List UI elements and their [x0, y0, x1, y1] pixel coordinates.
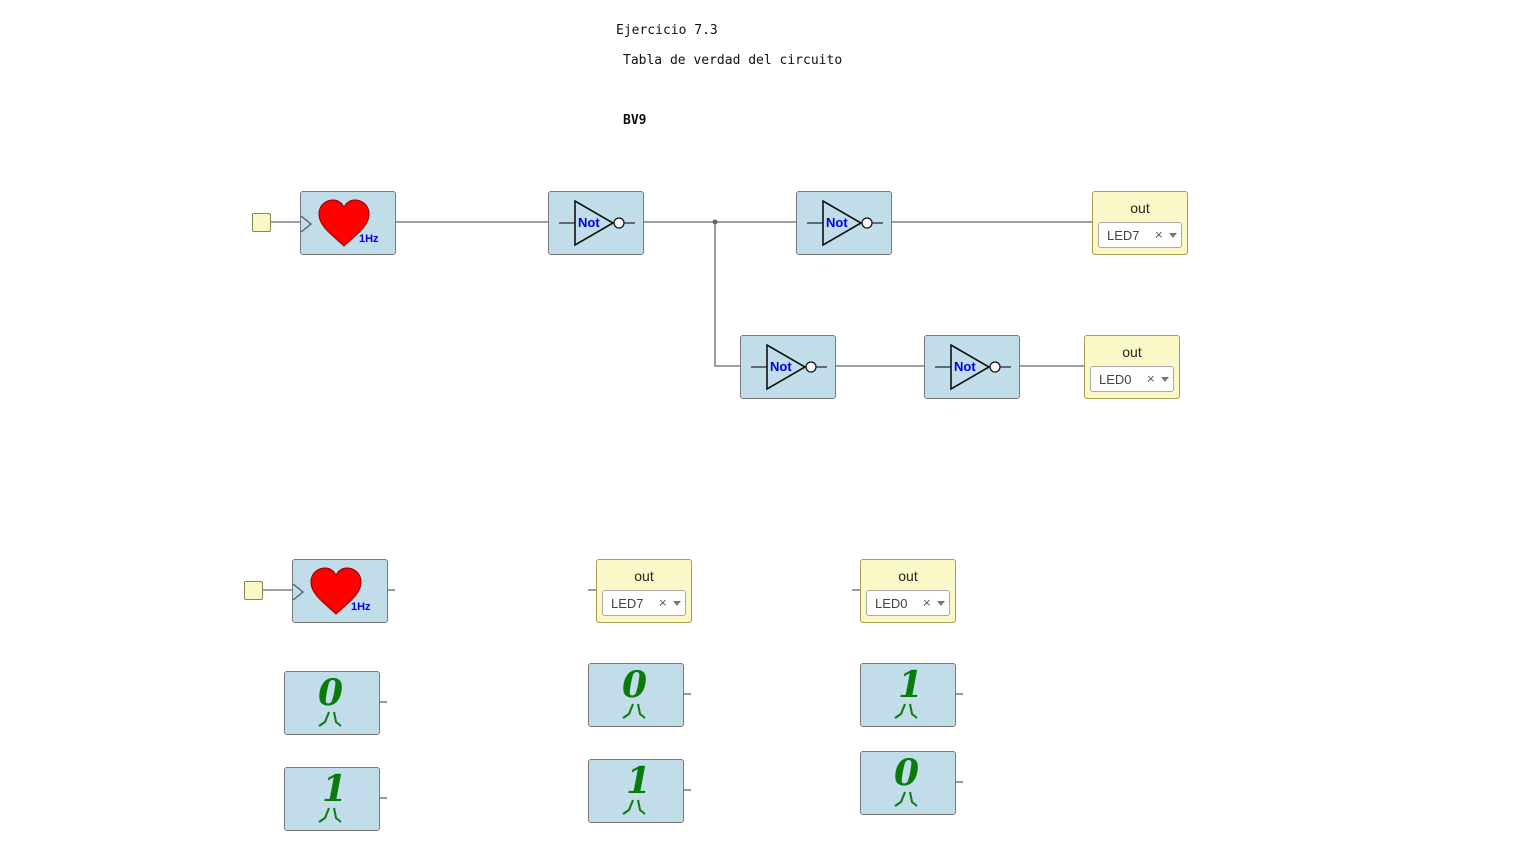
constant-one-block[interactable]: 1 — [284, 767, 380, 831]
wire — [714, 222, 740, 367]
bit-digit: 0 — [622, 664, 648, 706]
legs-icon — [894, 791, 918, 807]
not-gate-3[interactable]: Not — [740, 335, 836, 399]
not-label: Not — [954, 359, 976, 374]
not-gate-icon — [935, 343, 1011, 391]
constant-one-block[interactable]: 1 — [860, 663, 956, 727]
legs-icon — [318, 711, 342, 727]
legs-icon — [622, 703, 646, 719]
clear-icon[interactable]: × — [659, 595, 667, 610]
not-gate-icon — [751, 343, 827, 391]
not-gate-1[interactable]: Not — [548, 191, 644, 255]
output-label: out — [1130, 200, 1150, 216]
led-select-value: LED7 — [1107, 228, 1140, 243]
output-led7[interactable]: out LED7 × — [1092, 191, 1188, 255]
output-led0-bottom[interactable]: out LED0 × — [860, 559, 956, 623]
clock-input-pin[interactable] — [252, 213, 271, 232]
not-label: Not — [826, 215, 848, 230]
not-gate-4[interactable]: Not — [924, 335, 1020, 399]
output-led7-bottom[interactable]: out LED7 × — [596, 559, 692, 623]
heartbeat-block[interactable]: 1Hz — [300, 191, 396, 255]
freq-label: 1Hz — [351, 601, 371, 613]
led-select-value: LED7 — [611, 596, 644, 611]
not-label: Not — [578, 215, 600, 230]
output-label: out — [634, 568, 654, 584]
constant-zero-block[interactable]: 0 — [860, 751, 956, 815]
heart-icon — [301, 199, 370, 247]
led-select[interactable]: LED7 × — [602, 590, 686, 616]
chevron-down-icon[interactable] — [1169, 233, 1177, 238]
heartbeat-block-bottom[interactable]: 1Hz — [292, 559, 388, 623]
chevron-down-icon[interactable] — [937, 601, 945, 606]
not-gate-2[interactable]: Not — [796, 191, 892, 255]
bv-label: BV9 — [623, 113, 647, 128]
legs-icon — [622, 799, 646, 815]
output-label: out — [898, 568, 918, 584]
clear-icon[interactable]: × — [1155, 227, 1163, 242]
clear-icon[interactable]: × — [923, 595, 931, 610]
exercise-title: Ejercicio 7.3 — [616, 23, 718, 38]
chevron-down-icon[interactable] — [673, 601, 681, 606]
not-label: Not — [770, 359, 792, 374]
freq-label: 1Hz — [359, 233, 379, 245]
output-label: out — [1122, 344, 1142, 360]
led-select-value: LED0 — [1099, 372, 1132, 387]
bit-digit: 0 — [894, 752, 920, 794]
not-gate-icon — [807, 199, 883, 247]
bit-digit: 0 — [318, 672, 344, 714]
led-select[interactable]: LED7 × — [1098, 222, 1182, 248]
led-select-value: LED0 — [875, 596, 908, 611]
led-select[interactable]: LED0 × — [866, 590, 950, 616]
subtitle: Tabla de verdad del circuito — [623, 53, 843, 68]
chevron-down-icon[interactable] — [1161, 377, 1169, 382]
legs-icon — [318, 807, 342, 823]
bit-digit: 1 — [898, 664, 924, 706]
junction-dot — [712, 219, 718, 225]
constant-one-block[interactable]: 1 — [588, 759, 684, 823]
constant-zero-block[interactable]: 0 — [284, 671, 380, 735]
led-select[interactable]: LED0 × — [1090, 366, 1174, 392]
constant-zero-block[interactable]: 0 — [588, 663, 684, 727]
clear-icon[interactable]: × — [1147, 371, 1155, 386]
not-gate-icon — [559, 199, 635, 247]
clock-input-pin-bottom[interactable] — [244, 581, 263, 600]
bit-digit: 1 — [322, 768, 348, 810]
heart-icon — [293, 567, 362, 615]
bit-digit: 1 — [626, 760, 652, 802]
legs-icon — [894, 703, 918, 719]
output-led0[interactable]: out LED0 × — [1084, 335, 1180, 399]
